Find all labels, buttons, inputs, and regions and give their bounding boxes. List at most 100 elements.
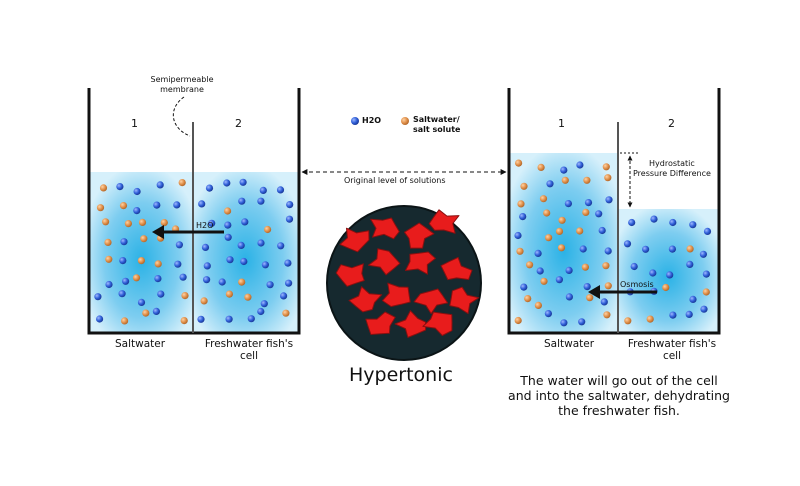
water-molecule xyxy=(534,249,542,257)
solute-particle xyxy=(662,283,670,292)
water-molecule xyxy=(623,240,632,248)
solute-particle xyxy=(160,219,168,227)
crenated-cell xyxy=(404,222,435,249)
left-cell-caption-line2: cell xyxy=(239,350,259,362)
right-beaker-wall xyxy=(507,88,721,335)
left-water-side2 xyxy=(193,172,298,332)
water-molecule xyxy=(519,213,527,221)
water-molecule xyxy=(241,218,249,226)
crenated-cell xyxy=(365,311,396,335)
water-molecule xyxy=(225,315,233,323)
crenated-cell xyxy=(335,263,365,287)
water-molecule xyxy=(119,257,127,265)
water-molecule xyxy=(224,233,232,241)
water-molecule xyxy=(605,196,613,204)
water-molecule xyxy=(630,262,638,271)
water-molecule xyxy=(686,260,694,268)
solute-particle xyxy=(119,202,128,210)
right-cell-caption: Freshwater fish's cell xyxy=(617,338,727,362)
water-molecule xyxy=(595,210,603,218)
crenated-cell xyxy=(428,209,460,234)
water-molecule xyxy=(600,298,608,306)
water-molecule xyxy=(239,178,247,186)
solute-particle xyxy=(557,244,566,252)
solute-particle xyxy=(543,209,551,217)
solute-particle xyxy=(105,255,113,263)
water-molecule xyxy=(536,267,544,275)
solute-particle xyxy=(140,235,148,243)
solute-particle xyxy=(539,195,548,203)
right-water-side2 xyxy=(618,209,718,332)
left-side2-number: 2 xyxy=(235,117,242,130)
left-cell-caption: Freshwater fish's cell xyxy=(194,338,304,362)
solute-particle xyxy=(534,301,543,309)
water-molecule xyxy=(218,278,226,286)
hypertonic-cells-illustration xyxy=(326,205,482,361)
water-molecule xyxy=(284,259,292,267)
water-molecule xyxy=(224,221,232,229)
solute-particle xyxy=(104,238,112,246)
right-side1-number: 1 xyxy=(558,117,565,130)
solute-particle xyxy=(524,295,532,303)
crenated-cell xyxy=(449,286,480,315)
solute-particle xyxy=(99,184,108,192)
water-molecule xyxy=(669,218,677,227)
left-beaker-particles xyxy=(94,178,294,325)
water-molecule xyxy=(122,277,130,285)
water-molecule xyxy=(226,256,234,264)
solute-particle xyxy=(514,316,522,325)
water-molecule xyxy=(175,241,183,249)
right-beaker xyxy=(507,88,721,335)
solute-particle xyxy=(178,179,186,187)
right-side2-number: 2 xyxy=(668,117,675,130)
solute-particle xyxy=(520,182,528,190)
water-molecule xyxy=(118,290,126,298)
right-saltwater-caption: Saltwater xyxy=(544,338,595,350)
solute-particle xyxy=(646,315,654,323)
left-cell-caption-line1: Freshwater fish's xyxy=(204,338,294,350)
solute-particle xyxy=(702,288,710,296)
water-molecule xyxy=(205,184,214,192)
water-molecule xyxy=(261,261,269,269)
water-molecule xyxy=(156,181,164,189)
description-line3: the freshwater fish. xyxy=(558,403,680,418)
water-molecule xyxy=(583,283,591,291)
solute-particle xyxy=(526,261,534,269)
solute-particle xyxy=(604,174,612,182)
solute-particle xyxy=(124,220,132,228)
right-cell-caption-line1: Freshwater fish's xyxy=(627,338,717,350)
water-molecule xyxy=(285,279,293,287)
solute-particle xyxy=(624,317,632,325)
solute-particle xyxy=(537,163,545,171)
shrunken-red-cells xyxy=(335,209,480,338)
pressure-label-line2: Pressure Difference xyxy=(633,169,711,178)
water-molecule xyxy=(152,307,160,315)
water-molecule xyxy=(120,238,128,246)
water-molecule xyxy=(277,242,285,250)
crenated-cell xyxy=(405,251,436,275)
solute-particle xyxy=(602,262,610,270)
water-molecule xyxy=(223,179,231,187)
solute-particle xyxy=(586,294,594,302)
water-molecule xyxy=(649,269,657,277)
water-molecule xyxy=(240,257,248,266)
water-molecule xyxy=(257,197,265,205)
solute-particle xyxy=(154,260,162,268)
crenated-cell xyxy=(339,227,370,253)
solute-particle xyxy=(180,317,188,325)
water-molecule xyxy=(689,295,697,303)
water-molecule xyxy=(203,276,211,284)
legend-water-dot xyxy=(351,117,359,125)
water-molecule xyxy=(153,201,161,209)
crenated-cell xyxy=(422,311,453,336)
description-line2: and into the saltwater, dehydrating xyxy=(508,388,730,403)
solute-particle xyxy=(102,218,110,226)
water-molecule xyxy=(133,207,141,215)
solute-particle xyxy=(96,204,105,212)
crenated-cell xyxy=(413,288,449,315)
water-molecule xyxy=(208,219,216,227)
solute-particle xyxy=(224,207,232,215)
water-molecule xyxy=(628,218,636,227)
water-molecule xyxy=(173,201,181,209)
